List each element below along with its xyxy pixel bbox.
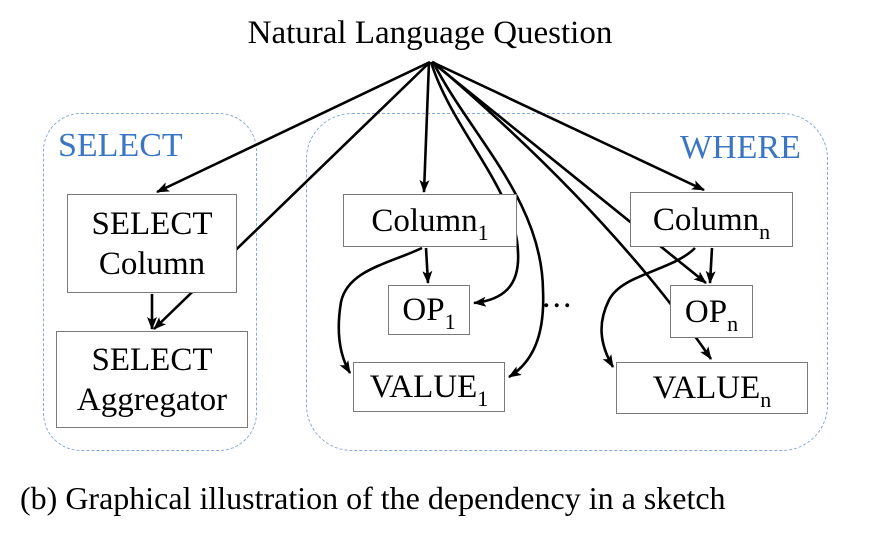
node-value-n-label: VALUEn: [652, 370, 772, 412]
node-column-n-label: Columnn: [652, 201, 771, 244]
ellipsis-between-conditions: ...: [542, 278, 574, 315]
node-value-1-label: VALUE1: [369, 369, 489, 411]
where-group-box: [306, 113, 828, 451]
edge-column1-to-op1: [422, 247, 433, 284]
node-column-1-label: Column1: [371, 202, 489, 245]
edge-nlq-to-column1: [419, 61, 431, 193]
node-select-aggregator: SELECT Aggregator: [56, 331, 248, 428]
edge-columnN-to-valueN: [600, 247, 696, 368]
edge-nlq-to-select-column: [156, 60, 431, 194]
node-value-1: VALUE1: [353, 362, 505, 412]
node-column-1: Column1: [343, 194, 517, 247]
node-op-1: OP1: [388, 285, 470, 335]
node-op-n: OPn: [670, 285, 753, 338]
edge-column1-to-value1: [337, 246, 423, 374]
edge-columnN-to-opN: [705, 247, 716, 284]
figure-title: Natural Language Question: [247, 15, 613, 51]
node-value-n: VALUEn: [616, 362, 808, 414]
edge-nlq-to-value1: [431, 61, 545, 379]
figure-caption: (b) Graphical illustration of the depend…: [20, 480, 726, 516]
select-group-box: [43, 113, 257, 451]
select-group-label: SELECT: [58, 127, 183, 164]
edge-nlq-to-columnN: [431, 60, 705, 192]
node-op-1-label: OP1: [402, 292, 456, 334]
where-group-label: WHERE: [680, 129, 801, 166]
node-select-column-label: SELECT Column: [91, 205, 213, 282]
node-op-n-label: OPn: [684, 293, 739, 336]
node-select-aggregator-label: SELECT Aggregator: [76, 341, 228, 418]
node-column-n: Columnn: [630, 192, 793, 247]
node-select-column: SELECT Column: [67, 194, 237, 293]
